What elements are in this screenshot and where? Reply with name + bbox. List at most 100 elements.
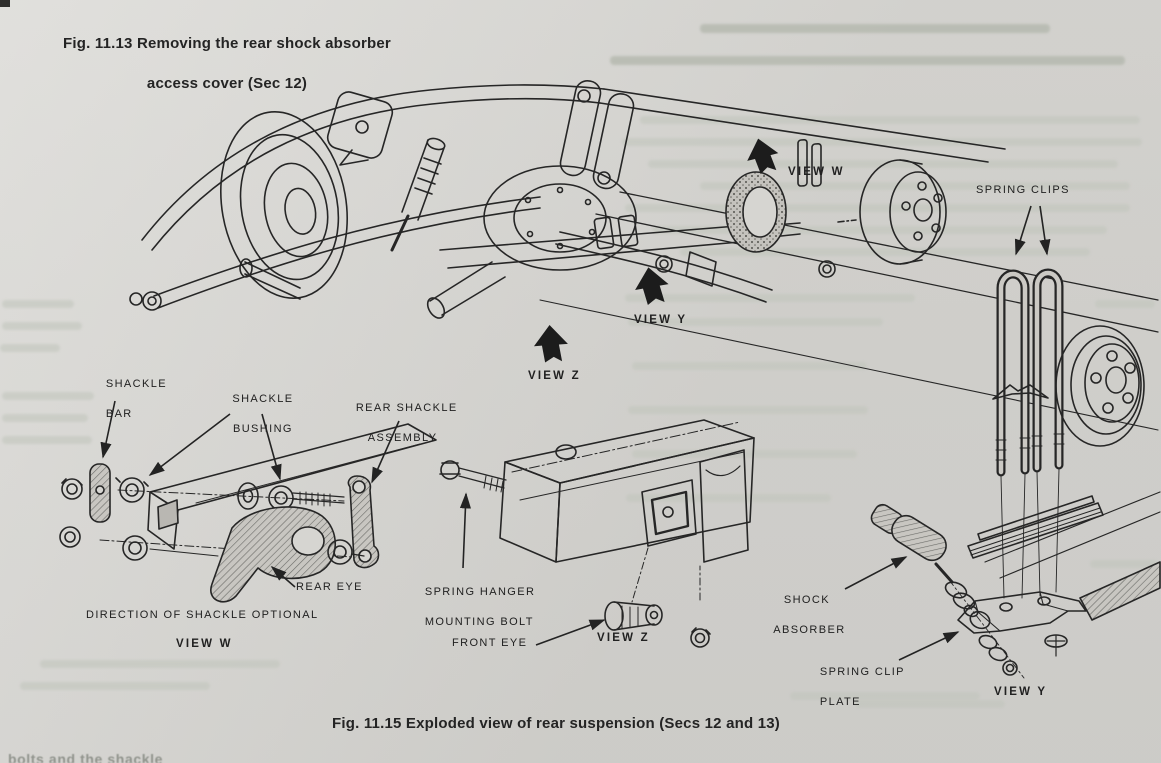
view-y-detail-label: VIEW Y	[994, 686, 1048, 698]
frame-shackle-link	[559, 79, 635, 190]
figure-caption-top-line2: access cover (Sec 12)	[146, 75, 308, 92]
spring-hanger-label: SPRING HANGER MOUNTING BOLT	[407, 570, 535, 645]
spring-clip-plate-leader	[898, 631, 960, 661]
view-z-detail	[439, 419, 755, 648]
figure-caption-top-line1: Fig. 11.13 Removing the rear shock absor…	[63, 35, 391, 52]
view-w-arrow-icon	[747, 138, 779, 175]
shackle-bar-leader	[100, 400, 116, 459]
ghost-text-line	[626, 494, 831, 502]
ghost-text-line	[625, 294, 915, 302]
ghost-text-line	[2, 414, 88, 422]
view-w-marker-label: VIEW W	[788, 166, 845, 178]
leaf-spring-pack	[967, 495, 1104, 559]
view-y-arrow-icon	[635, 267, 669, 305]
view-w-detail	[59, 423, 437, 603]
view-y-marker-label: VIEW Y	[634, 314, 688, 326]
spring-hanger-leader	[459, 492, 472, 569]
ghost-text-line	[2, 322, 82, 330]
ghost-text-line	[700, 182, 1130, 190]
spring-clip-plate-label-line2: PLATE	[819, 696, 861, 708]
spring-clips-leader-right	[1039, 205, 1051, 256]
shock-absorber-label-line2: ABSORBER	[773, 624, 846, 636]
shackle-bushing-leader-right	[261, 413, 282, 481]
axle-end-drums	[725, 138, 947, 265]
access-cover-bracket	[326, 91, 394, 166]
shackle-bar-label-line1: SHACKLE	[105, 378, 167, 390]
loose-nuts	[655, 255, 836, 278]
spring-clip-plate-label: SPRING CLIP PLATE	[802, 650, 905, 725]
ghost-text-line	[790, 692, 980, 700]
rear-eye-label: REAR EYE	[296, 581, 363, 593]
shackle-bar-label: SHACKLE BAR	[88, 362, 167, 437]
front-eye-leader	[535, 619, 606, 646]
spring-seat	[992, 384, 1049, 400]
leaf-spring-left	[129, 196, 541, 311]
rear-shackle-assembly-label-line1: REAR SHACKLE	[355, 402, 458, 414]
ghost-text-line	[1095, 300, 1155, 308]
ghost-text-line	[20, 682, 210, 690]
spring-hanger-label-line1: SPRING HANGER	[424, 586, 536, 598]
front-eye-label: FRONT EYE	[452, 637, 528, 649]
shock-absorber-label: SHOCK ABSORBER	[756, 578, 844, 653]
ghost-text-line	[628, 318, 883, 326]
ghost-text-line	[632, 362, 867, 370]
scan-edge-artifact	[0, 0, 10, 7]
leader-arrows	[100, 205, 1051, 661]
ghost-text-line	[40, 660, 280, 668]
shackle-bushing-label-line2: BUSHING	[232, 423, 293, 435]
rear-shackle-leader	[371, 420, 400, 484]
ghost-text-line	[622, 138, 1142, 146]
spring-hanger-bracket	[631, 449, 749, 603]
main-assembly	[129, 79, 1159, 431]
brake-drum-right	[1055, 325, 1145, 447]
shackle-bushing-leader-left	[148, 413, 231, 476]
ghost-text-line	[610, 56, 1125, 65]
spring-hanger-label-line2: MOUNTING BOLT	[424, 616, 534, 628]
ghost-text-line	[628, 406, 868, 414]
ghost-text-line	[2, 300, 74, 308]
view-z-arrow-icon	[533, 325, 568, 363]
view-z-detail-label: VIEW Z	[597, 632, 650, 644]
ghost-text-line	[2, 392, 94, 400]
ghost-text-line	[1090, 560, 1158, 568]
shackle-bar-part	[61, 463, 111, 523]
ghost-text-line	[625, 204, 1130, 212]
shock-absorber-leader	[844, 556, 908, 590]
bottom-edge-text-fragment: bolts and the shackle	[8, 751, 163, 763]
crossmember	[499, 419, 755, 563]
ghost-text-line	[700, 24, 1050, 33]
rear-shackle-assembly-label-line2: ASSEMBLY	[367, 432, 438, 444]
view-z-marker-label: VIEW Z	[528, 370, 581, 382]
figure-caption-top: Fig. 11.13 Removing the rear shock absor…	[30, 14, 424, 94]
shackle-bushing-label: SHACKLE BUSHING	[210, 377, 298, 452]
ghost-text-line	[680, 248, 1090, 256]
view-marker-arrows	[533, 138, 779, 363]
spring-clip-plate-label-line1: SPRING CLIP	[819, 666, 905, 678]
frame-side-member	[147, 423, 437, 550]
front-eye-part	[604, 601, 711, 648]
ghost-text-line	[2, 436, 92, 444]
view-y-detail	[870, 268, 1161, 679]
ghost-text-line	[640, 116, 1140, 124]
shock-absorber-label-line1: SHOCK	[783, 594, 830, 606]
plate-fasteners	[978, 634, 1068, 676]
spring-clip-plate-part	[957, 591, 1087, 634]
shackle-bushing-label-line1: SHACKLE	[232, 393, 294, 405]
rear-eye-leader	[270, 565, 296, 588]
shackle-bar-label-line2: BAR	[105, 408, 133, 420]
ghost-text-line	[855, 700, 1005, 708]
rear-shackle-assembly-label: REAR SHACKLE ASSEMBLY	[338, 386, 456, 461]
rear-shackle-assembly-part	[347, 475, 380, 569]
ghost-text-line	[652, 226, 1107, 234]
spring-clips-label: SPRING CLIPS	[976, 184, 1070, 196]
leaf-spring-main-right	[984, 491, 1161, 621]
leaf-spring-rear-run	[555, 214, 773, 303]
rear-eye-group	[59, 506, 365, 603]
view-w-detail-label: VIEW W	[176, 638, 233, 650]
shackle-bushing-front	[115, 477, 149, 503]
wheel-tire	[219, 111, 349, 299]
ghost-text-line	[0, 344, 60, 352]
spring-clips-part	[995, 268, 1065, 599]
